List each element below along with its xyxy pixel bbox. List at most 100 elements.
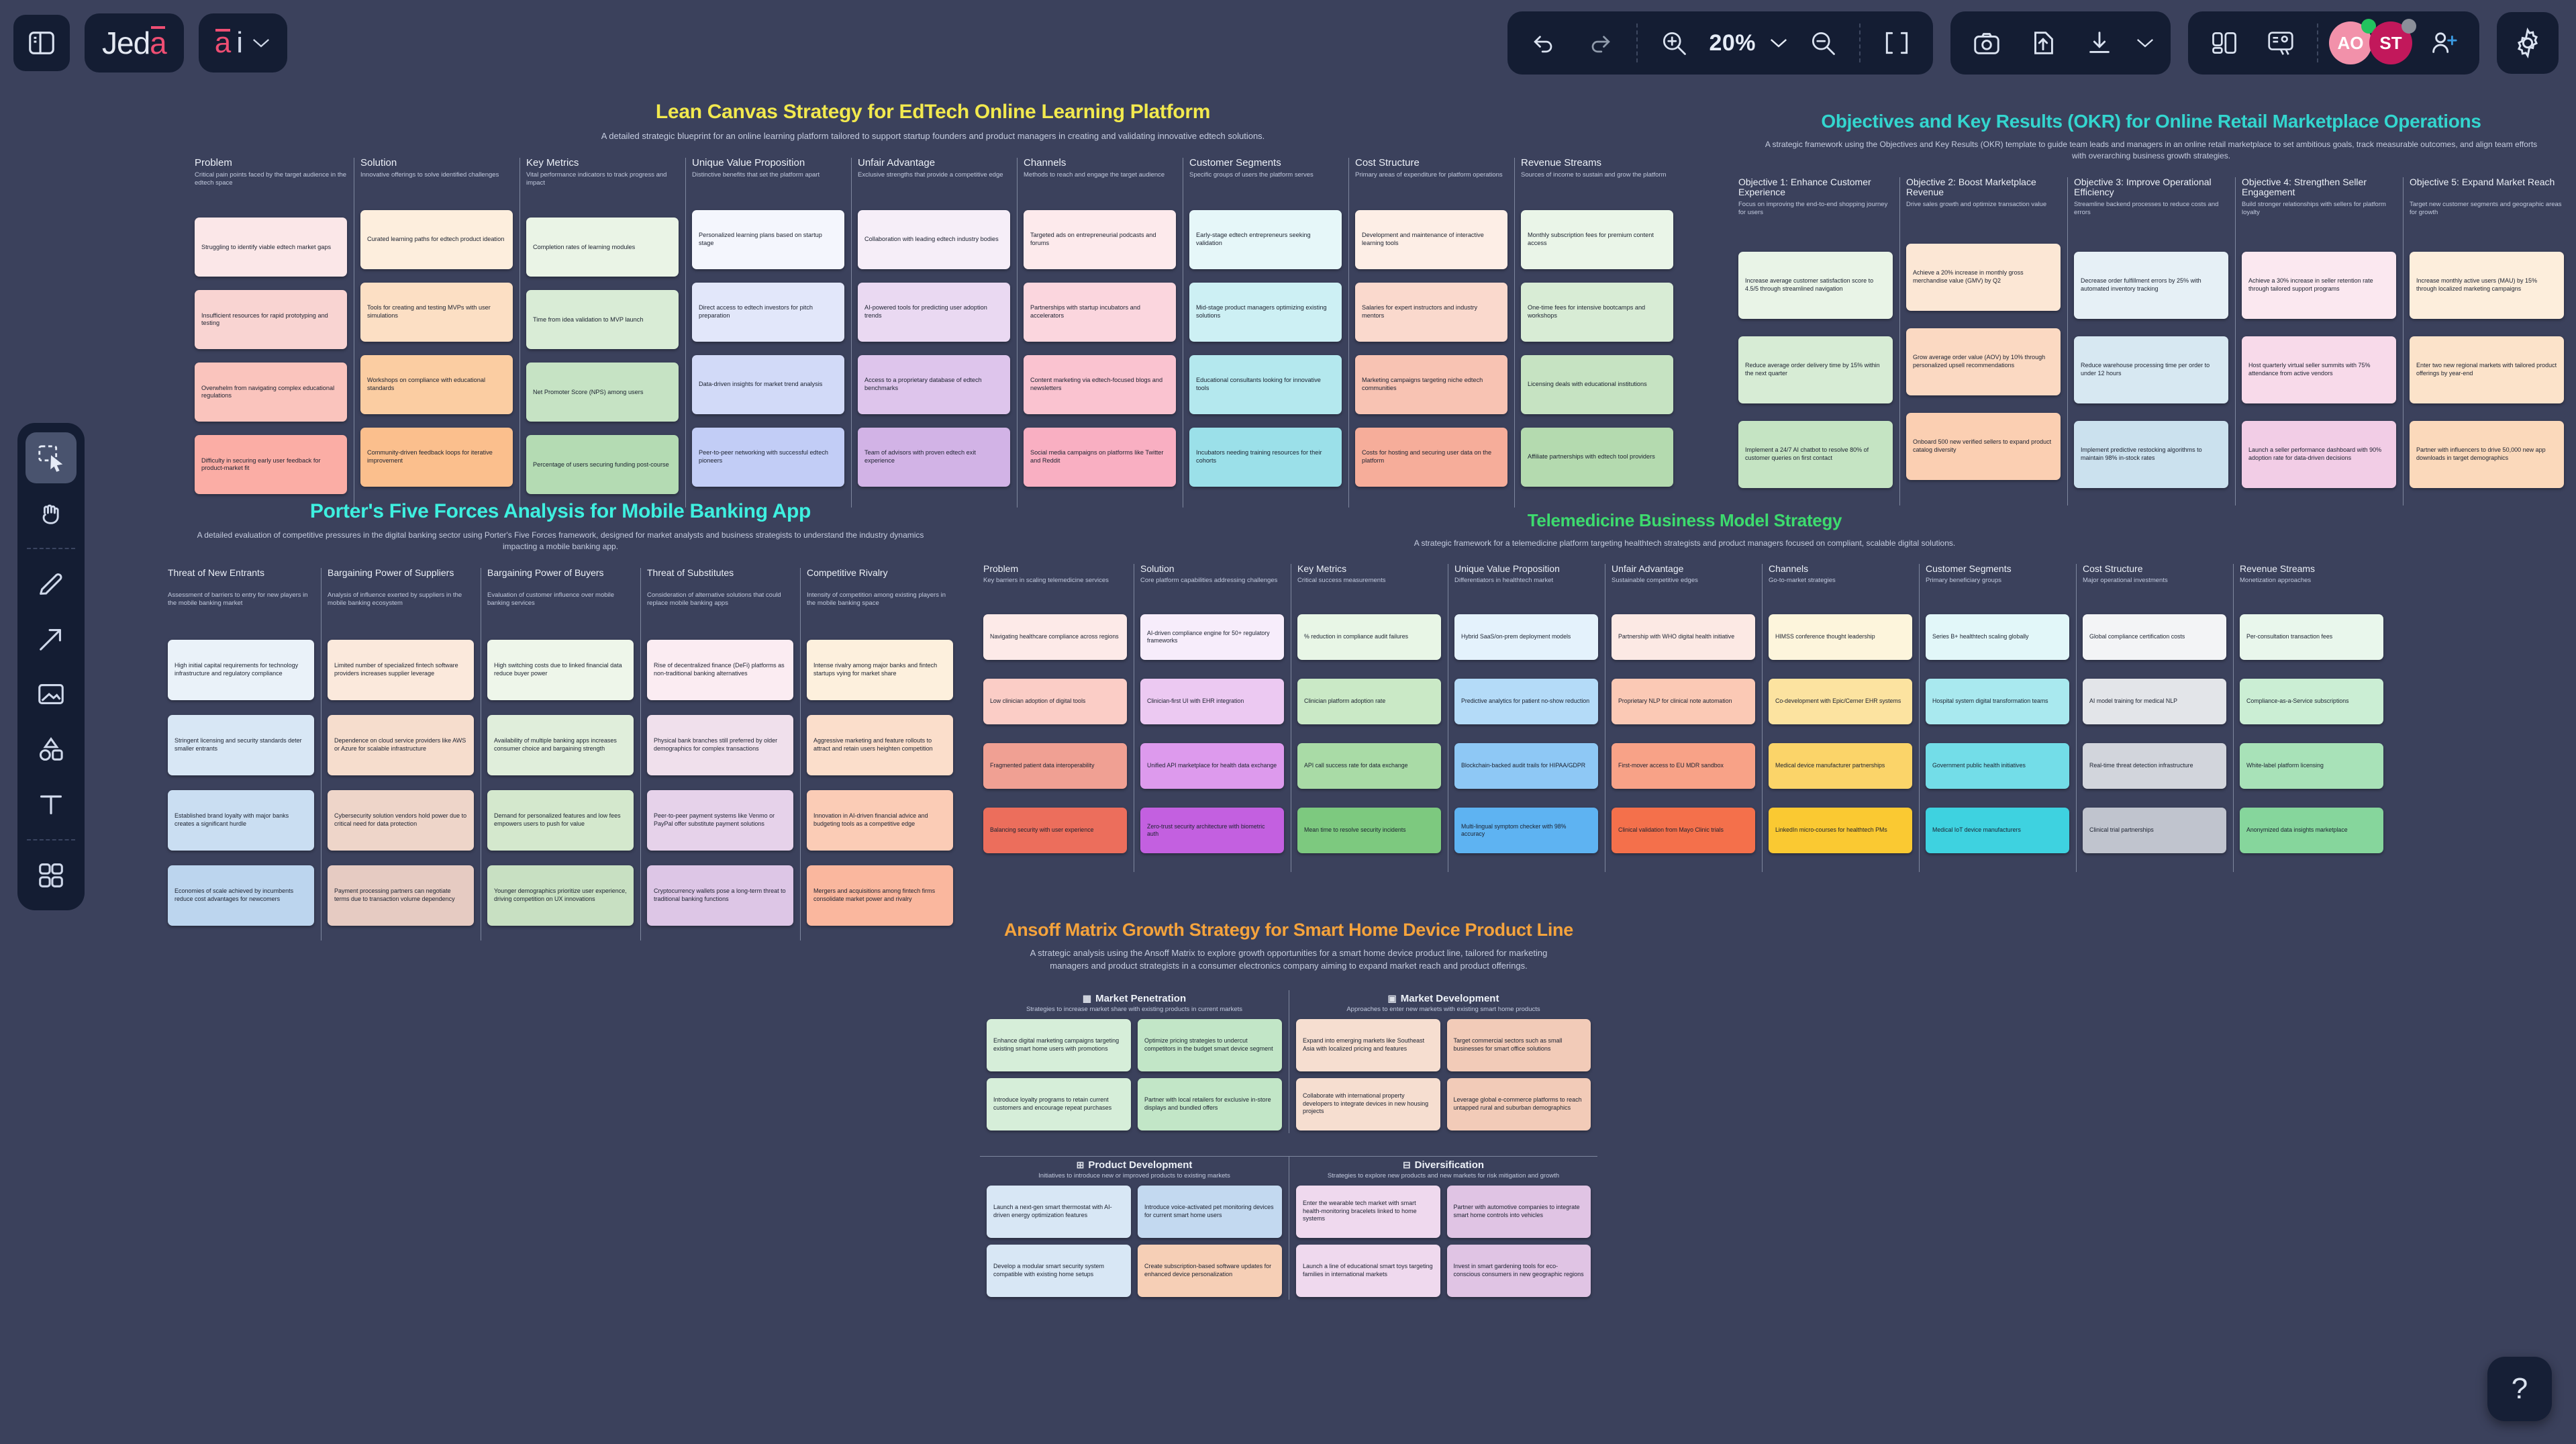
sticky-card[interactable]: Fragmented patient data interoperability (983, 742, 1127, 789)
sticky-card[interactable]: Percentage of users securing funding pos… (526, 435, 679, 495)
sticky-card[interactable]: Tools for creating and testing MVPs with… (360, 282, 513, 342)
sticky-card[interactable]: Real-time threat detection infrastructur… (2083, 742, 2226, 789)
sticky-card[interactable]: Insufficient resources for rapid prototy… (195, 290, 347, 350)
sticky-card[interactable]: Clinician-first UI with EHR integration (1140, 678, 1284, 724)
sticky-card[interactable]: Peer-to-peer payment systems like Venmo … (647, 789, 793, 851)
zoom-dropdown-chevron-down-icon[interactable] (1765, 17, 1792, 68)
sticky-card[interactable]: Anonymized data insights marketplace (2240, 807, 2383, 853)
text-tool[interactable] (26, 779, 77, 830)
sticky-card[interactable]: Dependence on cloud service providers li… (328, 714, 474, 775)
shape-tool[interactable] (26, 724, 77, 775)
sticky-card[interactable]: Optimize pricing strategies to undercut … (1138, 1018, 1282, 1071)
sticky-card[interactable]: Reduce average order delivery time by 15… (1738, 336, 1893, 403)
sticky-card[interactable]: Workshops on compliance with educational… (360, 354, 513, 414)
sticky-card[interactable]: Leverage global e-commerce platforms to … (1446, 1077, 1591, 1130)
sticky-card[interactable]: Launch a line of educational smart toys … (1296, 1244, 1440, 1297)
sticky-card[interactable]: Enter two new regional markets with tail… (2410, 336, 2564, 403)
sticky-card[interactable]: Introduce loyalty programs to retain cur… (987, 1077, 1131, 1130)
arrow-tool[interactable] (26, 614, 77, 665)
sticky-card[interactable]: One-time fees for intensive bootcamps an… (1521, 282, 1673, 342)
sticky-card[interactable]: Partnerships with startup incubators and… (1024, 282, 1176, 342)
sticky-card[interactable]: White-label platform licensing (2240, 742, 2383, 789)
sticky-card[interactable]: Rise of decentralized finance (DeFi) pla… (647, 639, 793, 700)
sticky-card[interactable]: Collaboration with leading edtech indust… (858, 209, 1010, 269)
sticky-card[interactable]: Cybersecurity solution vendors hold powe… (328, 789, 474, 851)
sticky-card[interactable]: Innovation in AI-driven financial advice… (807, 789, 953, 851)
sticky-card[interactable]: HIMSS conference thought leadership (1769, 614, 1912, 660)
sticky-card[interactable]: Partner with automotive companies to int… (1446, 1185, 1591, 1238)
undo-button[interactable] (1518, 17, 1569, 68)
sticky-card[interactable]: Social media campaigns on platforms like… (1024, 427, 1176, 487)
sticky-card[interactable]: Monthly subscription fees for premium co… (1521, 209, 1673, 269)
sticky-card[interactable]: Demand for personalized features and low… (487, 789, 634, 851)
avatar[interactable]: AO (2329, 19, 2376, 64)
select-tool[interactable] (26, 432, 77, 483)
image-tool[interactable] (26, 669, 77, 720)
sticky-card[interactable]: Economies of scale achieved by incumbent… (168, 865, 314, 926)
sticky-card[interactable]: Government public health initiatives (1926, 742, 2069, 789)
sticky-card[interactable]: Net Promoter Score (NPS) among users (526, 363, 679, 422)
screenshot-camera-icon[interactable] (1961, 17, 2012, 68)
sticky-card[interactable]: Mean time to resolve security incidents (1297, 807, 1441, 853)
sticky-card[interactable]: Proprietary NLP for clinical note automa… (1612, 678, 1755, 724)
sticky-card[interactable]: Implement predictive restocking algorith… (2074, 420, 2228, 488)
sticky-card[interactable]: Cryptocurrency wallets pose a long-term … (647, 865, 793, 926)
sticky-card[interactable]: High switching costs due to linked finan… (487, 639, 634, 700)
sticky-card[interactable]: Early-stage edtech entrepreneurs seeking… (1189, 209, 1342, 269)
sticky-card[interactable]: Development and maintenance of interacti… (1355, 209, 1507, 269)
sticky-card[interactable]: Clinical validation from Mayo Clinic tri… (1612, 807, 1755, 853)
sticky-card[interactable]: Enter the wearable tech market with smar… (1296, 1185, 1440, 1238)
sticky-card[interactable]: Multi-lingual symptom checker with 98% a… (1454, 807, 1598, 853)
avatar[interactable]: ST (2369, 19, 2416, 64)
sticky-card[interactable]: Salaries for expert instructors and indu… (1355, 282, 1507, 342)
sticky-card[interactable]: Partnership with WHO digital health init… (1612, 614, 1755, 660)
sticky-card[interactable]: AI-driven compliance engine for 50+ regu… (1140, 614, 1284, 660)
sticky-card[interactable]: Affiliate partnerships with edtech tool … (1521, 427, 1673, 487)
sticky-card[interactable]: Decrease order fulfillment errors by 25%… (2074, 251, 2228, 319)
redo-button[interactable] (1575, 17, 1626, 68)
sticky-card[interactable]: Expand into emerging markets like Southe… (1296, 1018, 1440, 1071)
sticky-card[interactable]: Grow average order value (AOV) by 10% th… (1906, 328, 2061, 395)
sticky-card[interactable]: Launch a next-gen smart thermostat with … (987, 1185, 1131, 1238)
sticky-card[interactable]: Data-driven insights for market trend an… (692, 354, 844, 414)
templates-tool[interactable] (26, 850, 77, 901)
sticky-card[interactable]: Aggressive marketing and feature rollout… (807, 714, 953, 775)
present-icon[interactable] (2255, 17, 2306, 68)
sticky-card[interactable]: Low clinician adoption of digital tools (983, 678, 1127, 724)
sticky-card[interactable]: Achieve a 20% increase in monthly gross … (1906, 243, 2061, 311)
sticky-card[interactable]: Partner with local retailers for exclusi… (1138, 1077, 1282, 1130)
sticky-card[interactable]: Partner with influencers to drive 50,000… (2410, 420, 2564, 488)
sticky-card[interactable]: Overwhelm from navigating complex educat… (195, 363, 347, 422)
sticky-card[interactable]: Physical bank branches still preferred b… (647, 714, 793, 775)
sticky-card[interactable]: Medical IoT device manufacturers (1926, 807, 2069, 853)
sticky-card[interactable]: Licensing deals with educational institu… (1521, 354, 1673, 414)
sticky-card[interactable]: Curated learning paths for edtech produc… (360, 209, 513, 269)
sticky-card[interactable]: Create subscription-based software updat… (1138, 1244, 1282, 1297)
sticky-card[interactable]: AI-powered tools for predicting user ado… (858, 282, 1010, 342)
sticky-card[interactable]: Compliance-as-a-Service subscriptions (2240, 678, 2383, 724)
sticky-card[interactable]: AI model training for medical NLP (2083, 678, 2226, 724)
sticky-card[interactable]: Achieve a 30% increase in seller retenti… (2242, 251, 2396, 319)
sticky-card[interactable]: Enhance digital marketing campaigns targ… (987, 1018, 1131, 1071)
download-icon[interactable] (2074, 17, 2125, 68)
sticky-card[interactable]: Direct access to edtech investors for pi… (692, 282, 844, 342)
sticky-card[interactable]: First-mover access to EU MDR sandbox (1612, 742, 1755, 789)
sticky-card[interactable]: Peer-to-peer networking with successful … (692, 427, 844, 487)
sticky-card[interactable]: Reduce warehouse processing time per ord… (2074, 336, 2228, 403)
sticky-card[interactable]: Hybrid SaaS/on-prem deployment models (1454, 614, 1598, 660)
sticky-card[interactable]: Costs for hosting and securing user data… (1355, 427, 1507, 487)
sticky-card[interactable]: Host quarterly virtual seller summits wi… (2242, 336, 2396, 403)
sticky-card[interactable]: Unified API marketplace for health data … (1140, 742, 1284, 789)
sticky-card[interactable]: Predictive analytics for patient no-show… (1454, 678, 1598, 724)
sticky-card[interactable]: Time from idea validation to MVP launch (526, 290, 679, 350)
sticky-card[interactable]: Established brand loyalty with major ban… (168, 789, 314, 851)
sticky-card[interactable]: Per-consultation transaction fees (2240, 614, 2383, 660)
sticky-card[interactable]: Increase average customer satisfaction s… (1738, 251, 1893, 319)
sticky-card[interactable]: Global compliance certification costs (2083, 614, 2226, 660)
sticky-card[interactable]: Access to a proprietary database of edte… (858, 354, 1010, 414)
sticky-card[interactable]: Invest in smart gardening tools for eco-… (1446, 1244, 1591, 1297)
sticky-card[interactable]: Intense rivalry among major banks and fi… (807, 639, 953, 700)
layout-icon[interactable] (2199, 17, 2250, 68)
